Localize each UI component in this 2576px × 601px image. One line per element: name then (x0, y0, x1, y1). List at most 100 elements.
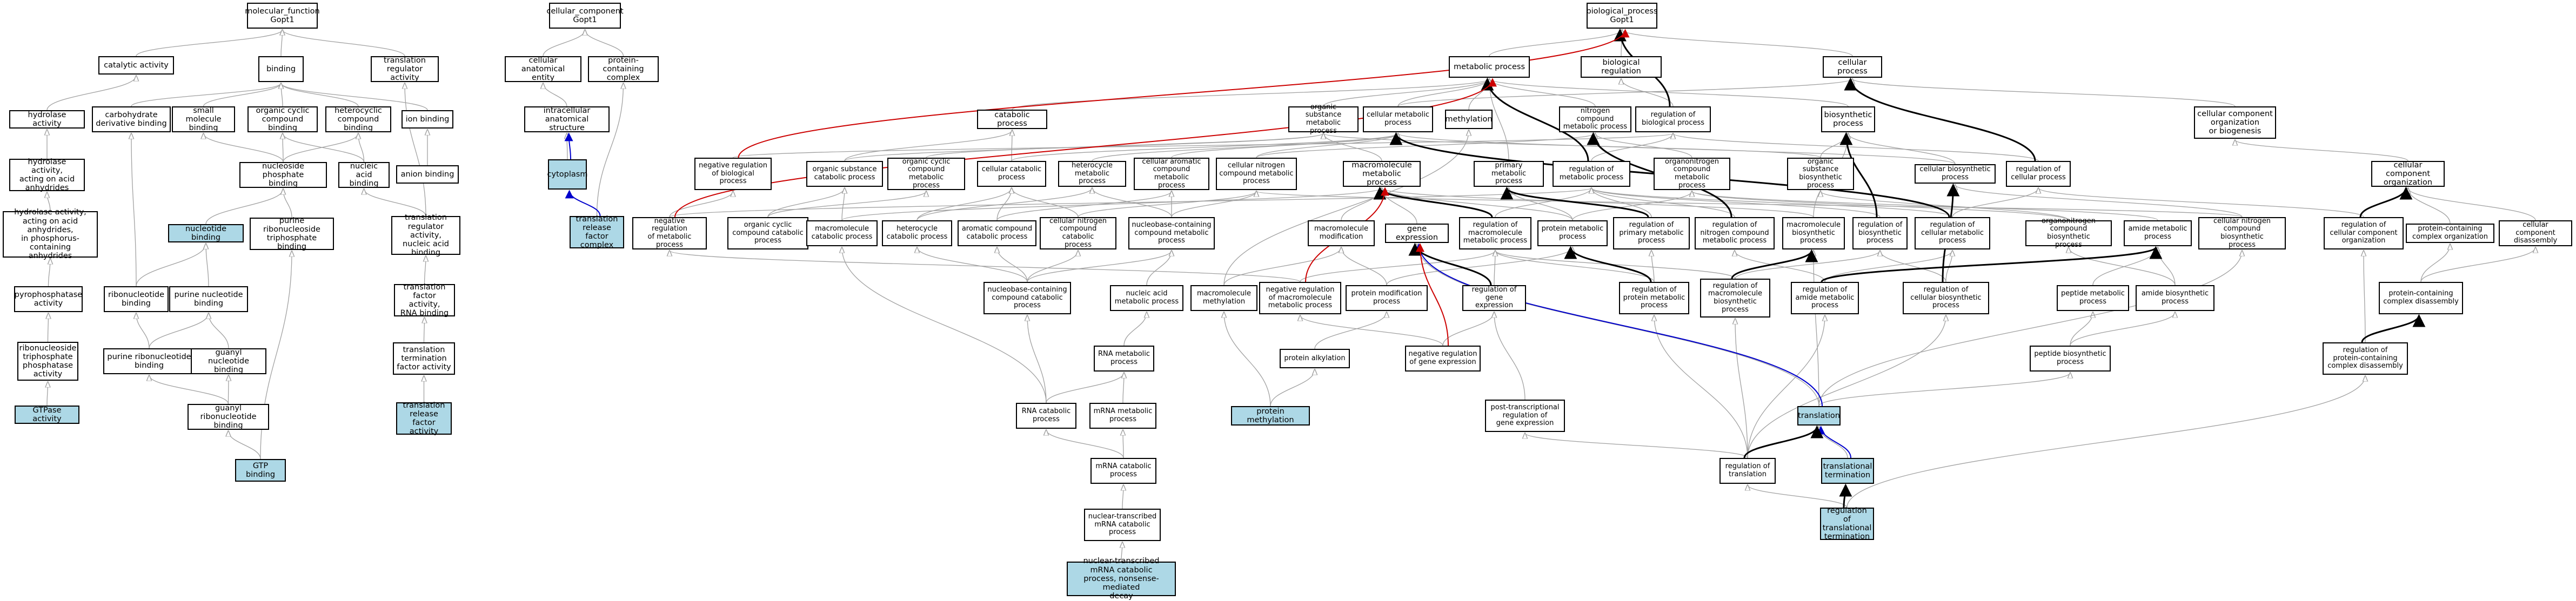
node-cellular-component-organization-or-biogenesis[interactable]: cellular component organization or bioge… (2194, 106, 2276, 139)
node-ribonucleoside-triphosphate-phosphatase-activity[interactable]: ribonucleoside triphosphate phosphatase … (17, 342, 78, 381)
node-cellular-catabolic-process[interactable]: cellular catabolic process (977, 161, 1046, 187)
node-amide-biosynthetic-process[interactable]: amide biosynthetic process (2136, 285, 2214, 311)
node-regulation-of-translational-termination[interactable]: regulation of translational termination (1820, 507, 1874, 541)
node-rna-metabolic-process[interactable]: RNA metabolic process (1094, 346, 1154, 372)
node-nucleobase-containing-compound-metabolic-process[interactable]: nucleobase-containing compound metabolic… (1128, 217, 1215, 249)
node-cellular-nitrogen-compound-metabolic-process[interactable]: cellular nitrogen compound metabolic pro… (1216, 158, 1297, 190)
node-cellular-process[interactable]: cellular process (1823, 56, 1882, 78)
node-purine-ribonucleotide-binding[interactable]: purine ribonucleotide binding (103, 348, 195, 374)
node-organonitrogen-compound-metabolic-process[interactable]: organonitrogen compound metabolic proces… (1654, 158, 1730, 190)
node-gene-expression[interactable]: gene expression (1385, 224, 1449, 243)
node-aromatic-compound-catabolic-process[interactable]: aromatic compound catabolic process (958, 220, 1036, 246)
node-regulation-of-cellular-biosynthetic-process[interactable]: regulation of cellular biosynthetic proc… (1903, 282, 1989, 314)
node-regulation-of-biosynthetic-process[interactable]: regulation of biosynthetic process (1852, 217, 1908, 249)
node-small-molecule-binding[interactable]: small molecule binding (172, 106, 235, 132)
node-nonsense-mediated-decay[interactable]: nuclear-transcribed mRNA catabolic proce… (1067, 557, 1176, 600)
node-cytoplasm[interactable]: cytoplasm (547, 159, 587, 190)
node-catalytic-activity[interactable]: catalytic activity (98, 56, 174, 75)
node-mrna-catabolic-process[interactable]: mRNA catabolic process (1090, 458, 1156, 484)
node-nucleotide-binding[interactable]: nucleotide binding (168, 224, 244, 242)
node-regulation-of-protein-containing-complex-disassembly[interactable]: regulation of protein-containing complex… (2323, 342, 2408, 375)
node-mrna-metabolic-process[interactable]: mRNA metabolic process (1089, 403, 1156, 429)
node-organic-substance-biosynthetic-process[interactable]: organic substance biosynthetic process (1787, 158, 1854, 190)
node-regulation-of-cellular-metabolic-process[interactable]: regulation of cellular metabolic process (1915, 217, 1990, 249)
node-regulation-of-macromolecule-biosynthetic-process[interactable]: regulation of macromolecule biosynthetic… (1700, 279, 1770, 318)
node-regulation-of-macromolecule-metabolic-process[interactable]: regulation of macromolecule metabolic pr… (1459, 217, 1531, 249)
node-catabolic-process[interactable]: catabolic process (977, 110, 1047, 129)
node-hydrolase-activity-phosphorus-anhydrides[interactable]: hydrolase activity, acting on acid anhyd… (3, 208, 98, 260)
node-hydrolase-activity-acid-anhydrides[interactable]: hydrolase activity, acting on acid anhyd… (9, 158, 85, 192)
node-cellular-metabolic-process[interactable]: cellular metabolic process (1363, 106, 1433, 132)
node-primary-metabolic-process[interactable]: primary metabolic process (1474, 161, 1544, 187)
node-methylation[interactable]: methylation (1445, 110, 1493, 129)
node-pyrophosphatase-activity[interactable]: pyrophosphatase activity (14, 286, 83, 312)
node-cellular-anatomical-entity[interactable]: cellular anatomical entity (505, 56, 581, 82)
node-regulation-of-cellular-process[interactable]: regulation of cellular process (2006, 161, 2071, 187)
node-nucleoside-phosphate-binding[interactable]: nucleoside phosphate binding (239, 162, 327, 188)
node-negative-regulation-of-macromolecule-metabolic-process[interactable]: negative regulation of macromolecule met… (1259, 282, 1341, 314)
node-nuclear-transcribed-mrna-catabolic-process[interactable]: nuclear-transcribed mRNA catabolic proce… (1084, 509, 1161, 541)
node-gtp-binding[interactable]: GTP binding (235, 459, 286, 482)
node-translation-termination-factor-activity[interactable]: translation termination factor activity (393, 342, 455, 375)
node-guanyl-ribonucleotide-binding[interactable]: guanyl ribonucleotide binding (188, 404, 269, 430)
node-organic-cyclic-compound-binding[interactable]: organic cyclic compound binding (247, 106, 318, 132)
node-organonitrogen-compound-biosynthetic-process[interactable]: organonitrogen compound biosynthetic pro… (2025, 217, 2112, 248)
node-translation-release-factor-activity[interactable]: translation release factor activity (396, 401, 452, 436)
node-intracellular-anatomical-structure[interactable]: intracellular anatomical structure (524, 106, 610, 132)
node-translation-regulator-activity-nucleic-acid-binding[interactable]: translation regulator activity, nucleic … (391, 213, 460, 257)
node-protein-containing-complex-organization[interactable]: protein-containing complex organization (2406, 224, 2494, 243)
node-nucleic-acid-binding[interactable]: nucleic acid binding (338, 162, 390, 188)
node-rna-catabolic-process[interactable]: RNA catabolic process (1016, 403, 1076, 429)
node-regulation-of-amide-metabolic-process[interactable]: regulation of amide metabolic process (1791, 282, 1859, 314)
node-translation[interactable]: translation (1797, 406, 1841, 426)
node-organic-cyclic-compound-metabolic-process[interactable]: organic cyclic compound metabolic proces… (887, 158, 965, 190)
node-regulation-of-translation[interactable]: regulation of translation (1719, 458, 1776, 484)
node-hydrolase-activity[interactable]: hydrolase activity (9, 110, 85, 129)
node-heterocycle-catabolic-process[interactable]: heterocycle catabolic process (882, 220, 952, 246)
node-regulation-of-cellular-component-organization[interactable]: regulation of cellular component organiz… (2324, 217, 2404, 249)
node-negative-regulation-of-biological-process[interactable]: negative regulation of biological proces… (694, 158, 772, 190)
node-protein-containing-complex-disassembly[interactable]: protein-containing complex disassembly (2379, 282, 2463, 314)
node-organic-cyclic-compound-catabolic-process[interactable]: organic cyclic compound catabolic proces… (727, 217, 808, 249)
node-carbohydrate-derivative-binding[interactable]: carbohydrate derivative binding (92, 106, 171, 132)
node-biological-process[interactable]: biological_process Gopt1 (1586, 3, 1658, 29)
node-organic-substance-catabolic-process[interactable]: organic substance catabolic process (806, 161, 883, 187)
node-cellular-component-organization[interactable]: cellular component organization (2371, 161, 2445, 187)
node-gtpase-activity[interactable]: GTPase activity (15, 406, 79, 424)
node-heterocyclic-compound-binding[interactable]: heterocyclic compound binding (325, 106, 391, 132)
node-metabolic-process[interactable]: metabolic process (1449, 56, 1530, 78)
node-anion-binding[interactable]: anion binding (396, 165, 459, 184)
node-nitrogen-compound-metabolic-process[interactable]: nitrogen compound metabolic process (1559, 106, 1631, 132)
node-cellular-nitrogen-compound-biosynthetic-process[interactable]: cellular nitrogen compound biosynthetic … (2198, 217, 2286, 249)
node-macromolecule-metabolic-process[interactable]: macromolecule metabolic process (1343, 161, 1421, 187)
node-amide-metabolic-process[interactable]: amide metabolic process (2124, 220, 2192, 246)
node-ribonucleotide-binding[interactable]: ribonucleotide binding (104, 286, 169, 312)
node-guanyl-nucleotide-binding[interactable]: guanyl nucleotide binding (191, 348, 266, 374)
node-purine-ribonucleoside-triphosphate-binding[interactable]: purine ribonucleoside triphosphate bindi… (250, 217, 334, 251)
node-protein-modification-process[interactable]: protein modification process (1346, 285, 1428, 311)
node-negative-regulation-of-gene-expression[interactable]: negative regulation of gene expression (1405, 346, 1481, 372)
node-cellular-component-disassembly[interactable]: cellular component disassembly (2499, 220, 2572, 246)
node-cellular-biosynthetic-process[interactable]: cellular biosynthetic process (1915, 164, 1996, 184)
node-peptide-metabolic-process[interactable]: peptide metabolic process (2057, 285, 2129, 311)
node-heterocycle-metabolic-process[interactable]: heterocycle metabolic process (1058, 161, 1126, 187)
node-macromolecule-catabolic-process[interactable]: macromolecule catabolic process (806, 220, 878, 246)
node-ion-binding[interactable]: ion binding (402, 110, 453, 129)
node-regulation-of-metabolic-process[interactable]: regulation of metabolic process (1553, 161, 1630, 187)
node-regulation-of-gene-expression[interactable]: regulation of gene expression (1462, 285, 1526, 311)
node-cellular-aromatic-compound-metabolic-process[interactable]: cellular aromatic compound metabolic pro… (1134, 158, 1209, 190)
node-peptide-biosynthetic-process[interactable]: peptide biosynthetic process (2030, 346, 2111, 372)
node-translation-release-factor-complex[interactable]: translation release factor complex (570, 215, 624, 249)
node-negative-regulation-of-metabolic-process[interactable]: negative regulation of metabolic process (632, 217, 707, 249)
node-nucleobase-containing-compound-catabolic-process[interactable]: nucleobase-containing compound catabolic… (983, 282, 1071, 314)
node-protein-metabolic-process[interactable]: protein metabolic process (1537, 220, 1608, 246)
node-translational-termination[interactable]: translational termination (1821, 458, 1874, 484)
node-purine-nucleotide-binding[interactable]: purine nucleotide binding (169, 286, 248, 312)
node-regulation-of-biological-process[interactable]: regulation of biological process (1635, 106, 1711, 132)
node-post-transcriptional-regulation-of-gene-expression[interactable]: post-transcriptional regulation of gene … (1485, 400, 1565, 432)
node-protein-containing-complex[interactable]: protein-containing complex (588, 56, 659, 82)
node-protein-methylation[interactable]: protein methylation (1231, 406, 1310, 426)
node-macromolecule-methylation[interactable]: macromolecule methylation (1190, 285, 1257, 311)
node-nucleic-acid-metabolic-process[interactable]: nucleic acid metabolic process (1110, 285, 1183, 311)
node-protein-alkylation[interactable]: protein alkylation (1280, 349, 1350, 368)
